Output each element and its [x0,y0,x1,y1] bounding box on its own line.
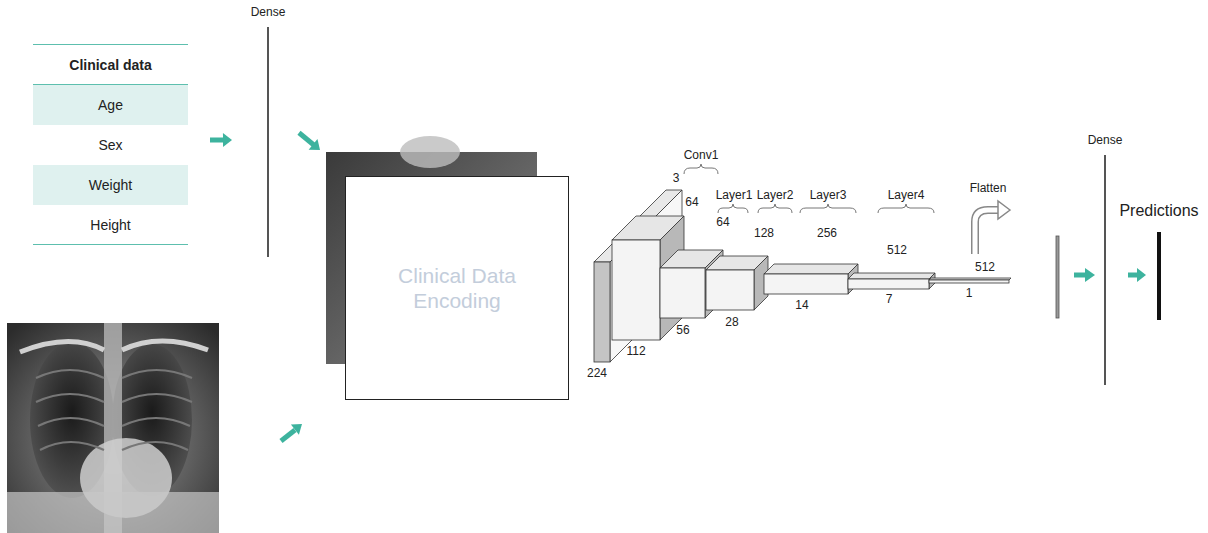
table-row: Age [33,85,188,125]
table-row: Sex [33,125,188,165]
dimension-label: 1 [966,286,973,300]
table-cell: Weight [89,177,132,193]
table-cell: Height [90,217,130,233]
chest-xray [7,323,219,533]
dimension-label: 14 [795,298,808,312]
dimension-label: 112 [626,344,645,358]
table-cell: Sex [98,137,122,153]
flow-arrow [281,424,302,441]
channel-count: 64 [716,215,729,229]
channel-count: 256 [817,226,837,240]
table-row: Height [33,205,188,245]
layer-label: Layer1 [716,188,753,202]
table-header: Clinical data [33,45,188,85]
table-cell: Age [98,97,123,113]
layer-brace [684,164,934,213]
conv-blocks [594,190,1011,362]
encoding-box: Clinical Data Encoding [345,176,569,400]
layer-label: Conv1 [684,148,719,162]
output-title: Predictions [1119,202,1198,220]
data-table: Clinical dataAgeSexWeightHeight [33,44,188,245]
layer-label: Layer3 [810,188,847,202]
flatten-label: Flatten [970,181,1007,195]
channel-count: 3 [673,171,680,185]
table-row: Weight [33,165,188,205]
dense-layer: Dense [267,27,269,257]
dimension-label: 224 [587,366,607,380]
channel-count: 128 [754,226,774,240]
channel-count: 512 [887,243,907,257]
flow-arrow [299,133,320,150]
flow-arrow [210,133,232,147]
dense-layer: Dense [1104,155,1106,385]
box-text: Clinical Data Encoding [377,263,537,313]
dimension-label: 7 [886,292,893,306]
flow-arrow [1074,268,1095,282]
layer-title: Dense [1088,133,1123,147]
channel-count: 64 [685,195,698,209]
layer-label: Layer2 [757,188,794,202]
layer-title: Dense [251,5,286,19]
flow-arrow [1128,268,1146,282]
flatten-arrow [975,201,1010,254]
dimension-label: 28 [725,315,738,329]
feature-bar [1056,236,1059,318]
prediction-bar: Predictions [1157,232,1161,320]
channel-count: 512 [975,260,995,274]
dimension-label: 56 [676,323,689,337]
layer-label: Layer4 [888,188,925,202]
